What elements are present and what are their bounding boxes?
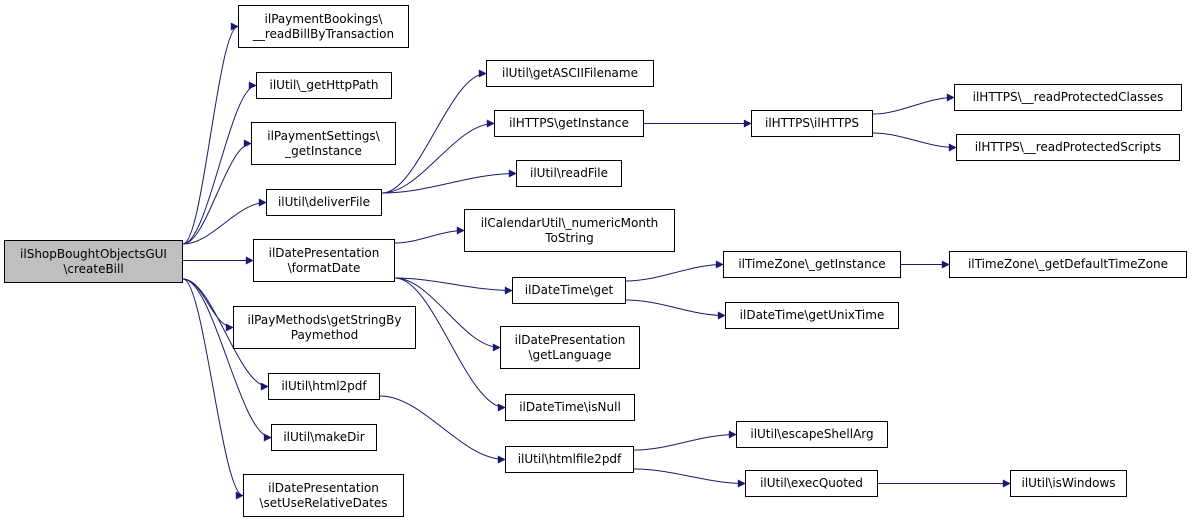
node-label: ilUtil\deliverFile	[277, 195, 371, 209]
node-html2pdf[interactable]: ilUtil\html2pdf	[268, 373, 380, 400]
node-label: ilHTTPS\__readProtectedClasses	[972, 90, 1164, 104]
node-htmlfile2pdf[interactable]: ilUtil\htmlfile2pdf	[505, 446, 634, 473]
edge-formatDate-to-dateTimeGet	[394, 277, 513, 295]
node-label: ilUtil\escapeShellArg	[750, 427, 874, 441]
node-label: \getLanguage	[528, 347, 612, 362]
node-label: ilDatePresentation	[268, 480, 379, 495]
node-getASCIIFilename[interactable]: ilUtil\getASCIIFilename	[486, 60, 654, 87]
node-numericMonthToString[interactable]: ilCalendarUtil\_numericMonth ToString	[464, 209, 675, 252]
node-label: \createBill	[63, 261, 124, 276]
node-makeDir[interactable]: ilUtil\makeDir	[271, 424, 377, 451]
edge-root-to-getHttpPath	[182, 81, 257, 245]
node-label: ilPayMethods\getStringBy	[247, 312, 402, 327]
node-isNull[interactable]: ilDateTime\isNull	[505, 394, 635, 421]
node-label: ilUtil\isWindows	[1021, 476, 1116, 490]
node-label: ilTimeZone\_getInstance	[738, 257, 886, 271]
node-setUseRelativeDates[interactable]: ilDatePresentation \setUseRelativeDates	[243, 474, 404, 517]
edge-htmlfile2pdf-to-escapeShellArg	[633, 430, 737, 451]
node-execQuoted[interactable]: ilUtil\execQuoted	[745, 470, 878, 497]
node-readBillByTransaction[interactable]: ilPaymentBookings\ __readBillByTransacti…	[238, 5, 409, 48]
node-label: ilDateTime\getUnixTime	[739, 308, 885, 322]
edge-ilHTTPS-to-readProtectedScripts	[872, 132, 957, 152]
node-isWindows[interactable]: ilUtil\isWindows	[1010, 470, 1127, 497]
node-label: ilTimeZone\_getDefaultTimeZone	[967, 257, 1169, 271]
edge-dateTimeGet-to-getUnixTime	[625, 299, 726, 320]
node-label: ilHTTPS\getInstance	[509, 116, 629, 130]
node-getHttpPath[interactable]: ilUtil\_getHttpPath	[256, 72, 392, 99]
edge-deliverFile-to-httpsGetInstance	[381, 119, 495, 194]
node-getLanguage[interactable]: ilDatePresentation \getLanguage	[500, 326, 640, 369]
node-label: ilUtil\getASCIIFilename	[502, 66, 638, 80]
node-readProtectedScripts[interactable]: ilHTTPS\__readProtectedScripts	[956, 134, 1180, 161]
node-label: ilUtil\readFile	[530, 166, 608, 180]
node-label: \formatDate	[287, 260, 361, 275]
node-ilHTTPS[interactable]: ilHTTPS\ilHTTPS	[751, 110, 873, 137]
node-label: ilUtil\html2pdf	[281, 379, 367, 393]
edge-formatDate-to-isNull	[394, 277, 506, 412]
node-label: ilDatePresentation	[268, 245, 380, 260]
edge-root-to-paymentSettingsGetInstance	[182, 139, 252, 245]
edge-deliverFile-to-getASCIIFilename	[381, 69, 487, 194]
node-readProtectedClasses[interactable]: ilHTTPS\__readProtectedClasses	[954, 84, 1182, 111]
node-label: ilHTTPS\ilHTTPS	[764, 116, 860, 130]
edge-root-to-html2pdf	[182, 278, 269, 391]
node-getStringByPaymethod[interactable]: ilPayMethods\getStringBy Paymethod	[233, 306, 416, 349]
node-formatDate[interactable]: ilDatePresentation \formatDate	[253, 239, 395, 282]
node-label: ilPaymentBookings\	[264, 11, 383, 26]
node-label: Paymethod	[290, 327, 359, 342]
edge-htmlfile2pdf-to-execQuoted	[633, 468, 746, 488]
node-getUnixTime[interactable]: ilDateTime\getUnixTime	[725, 302, 899, 329]
node-dateTimeGet[interactable]: ilDateTime\get	[512, 277, 626, 304]
edge-root-to-getStringByPaymethod	[182, 278, 234, 332]
node-paymentSettingsGetInstance[interactable]: ilPaymentSettings\ _getInstance	[251, 122, 396, 165]
node-label: \setUseRelativeDates	[259, 495, 388, 510]
edge-root-to-readBillByTransaction	[182, 22, 239, 245]
node-label: __readBillByTransaction	[252, 26, 395, 41]
node-label: _getInstance	[285, 143, 362, 158]
edge-root-to-setUseRelativeDates	[182, 278, 244, 500]
edge-root-to-deliverFile	[182, 198, 267, 245]
node-label: ilHTTPS\__readProtectedScripts	[974, 140, 1162, 154]
node-escapeShellArg[interactable]: ilUtil\escapeShellArg	[736, 421, 888, 448]
edge-html2pdf-to-htmlfile2pdf	[379, 395, 506, 464]
node-label: ilPaymentSettings\	[267, 128, 380, 143]
node-label: ilShopBoughtObjectsGUI	[20, 246, 167, 261]
node-label: ilDateTime\isNull	[519, 400, 621, 414]
node-label: ilUtil\makeDir	[283, 430, 365, 444]
node-getDefaultTimeZone[interactable]: ilTimeZone\_getDefaultTimeZone	[949, 251, 1187, 278]
edge-formatDate-to-getLanguage	[394, 277, 501, 352]
node-label: ilUtil\_getHttpPath	[269, 78, 379, 92]
node-root[interactable]: ilShopBoughtObjectsGUI \createBill	[4, 240, 183, 283]
edge-deliverFile-to-readFile	[381, 169, 517, 194]
node-readFile[interactable]: ilUtil\readFile	[516, 160, 622, 187]
node-deliverFile[interactable]: ilUtil\deliverFile	[266, 189, 382, 216]
node-timeZoneGetInstance[interactable]: ilTimeZone\_getInstance	[723, 251, 901, 278]
edge-formatDate-to-numericMonthToString	[394, 226, 465, 244]
node-label: ilCalendarUtil\_numericMonth	[480, 215, 659, 230]
node-label: ilUtil\htmlfile2pdf	[517, 452, 622, 466]
edge-dateTimeGet-to-timeZoneGetInstance	[625, 260, 724, 282]
node-httpsGetInstance[interactable]: ilHTTPS\getInstance	[494, 110, 644, 137]
edge-root-to-makeDir	[182, 278, 272, 442]
node-label: ilUtil\execQuoted	[760, 476, 863, 490]
node-label: ToString	[545, 230, 594, 245]
edge-ilHTTPS-to-readProtectedClasses	[872, 93, 955, 115]
node-label: ilDatePresentation	[514, 332, 626, 347]
node-label: ilDateTime\get	[524, 283, 614, 297]
